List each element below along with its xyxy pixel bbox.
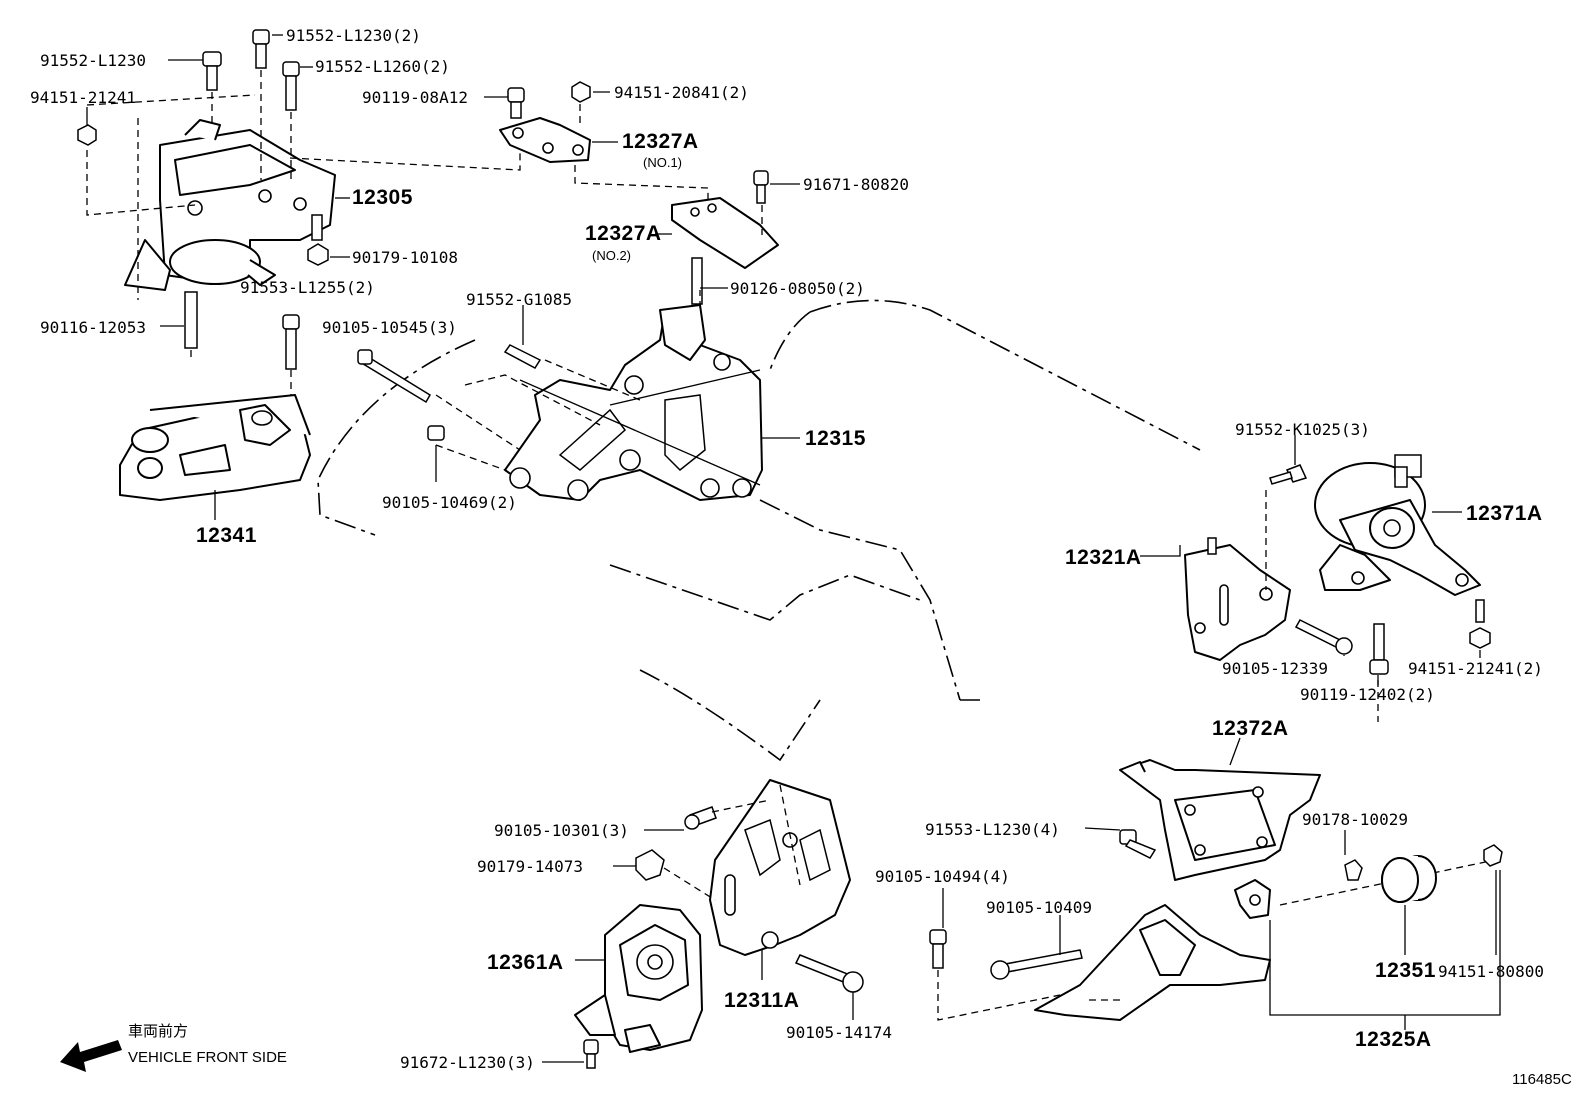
part-label: 91553-L1255(2) [240,278,375,297]
part-note: (NO.2) [592,248,631,263]
part-label: 12351 [1375,959,1436,982]
part-label: 91553-L1230(4) [925,820,1060,839]
leader-lines [86,34,1481,1063]
part-label: 91552-G1085 [466,290,572,309]
mount-12341 [119,394,311,501]
bracket-12372A [1119,759,1321,881]
part-label: 90179-14073 [477,857,583,876]
bolt-group-top-left [77,29,329,370]
part-label: 91672-L1230(3) [400,1053,535,1072]
bracket-12315 [357,290,763,501]
part-label: 12372A [1212,717,1289,740]
part-label: 12305 [352,186,413,209]
mount-12361A [574,904,703,1069]
part-labels: 91552-L1230 91552-L1230(2) 91552-L1260(2… [30,26,1572,1088]
bracket-12327A-no1 [499,81,709,200]
mount-12305 [124,119,336,291]
part-label: 90119-12402(2) [1300,685,1435,704]
part-label: 90105-10545(3) [322,318,457,337]
part-label: 91552-L1260(2) [315,57,450,76]
mount-12371A [1314,454,1481,596]
part-label: 12311A [724,989,799,1012]
part-label: 94151-80800 [1438,962,1544,981]
bracket-12321A [1184,537,1291,661]
part-label: 12321A [1065,546,1142,569]
part-label: 91552-L1230(2) [286,26,421,45]
part-label: 90116-12053 [40,318,146,337]
part-label: 12371A [1466,502,1543,525]
bracket-12325A [929,829,1496,1021]
part-label: 94151-20841(2) [614,83,749,102]
part-note: (NO.1) [643,155,682,170]
engine-outline [317,299,1201,762]
part-label: 90105-10494(4) [875,867,1010,886]
part-label: 90119-08A12 [362,88,468,107]
part-label: 12341 [196,524,257,547]
part-label: 91552-K1025(3) [1235,420,1370,439]
part-label: 90179-10108 [352,248,458,267]
part-label: 12327A [585,222,662,245]
bracket-12311A [635,779,864,993]
part-label: 94151-21241 [30,88,136,107]
part-label: 12315 [805,427,866,450]
part-label: 12361A [487,951,564,974]
part-label: 90126-08050(2) [730,279,865,298]
front-note-jp: 車両前方 [128,1023,188,1040]
part-label: 12325A [1355,1028,1432,1051]
part-label: 90105-10301(3) [494,821,629,840]
front-arrow-icon [60,1040,122,1072]
bolt-group-right [1265,464,1491,722]
part-label: 94151-21241(2) [1408,659,1543,678]
bracket-frame-lines [1269,870,1501,1030]
bracket-12327A-no2 [671,170,779,305]
part-label: 90178-10029 [1302,810,1408,829]
part-label: 90105-12339 [1222,659,1328,678]
rubber-12351 [1344,844,1503,903]
part-label: 12327A [622,130,699,153]
part-label: 90105-14174 [786,1023,892,1042]
part-label: 91671-80820 [803,175,909,194]
part-label: 90105-10409 [986,898,1092,917]
front-note-en: VEHICLE FRONT SIDE [128,1049,287,1066]
dashed-lines-top-left [86,70,521,420]
part-label: 91552-L1230 [40,51,146,70]
part-label: 90105-10469(2) [382,493,517,512]
diagram-id: 116485C [1512,1071,1572,1088]
